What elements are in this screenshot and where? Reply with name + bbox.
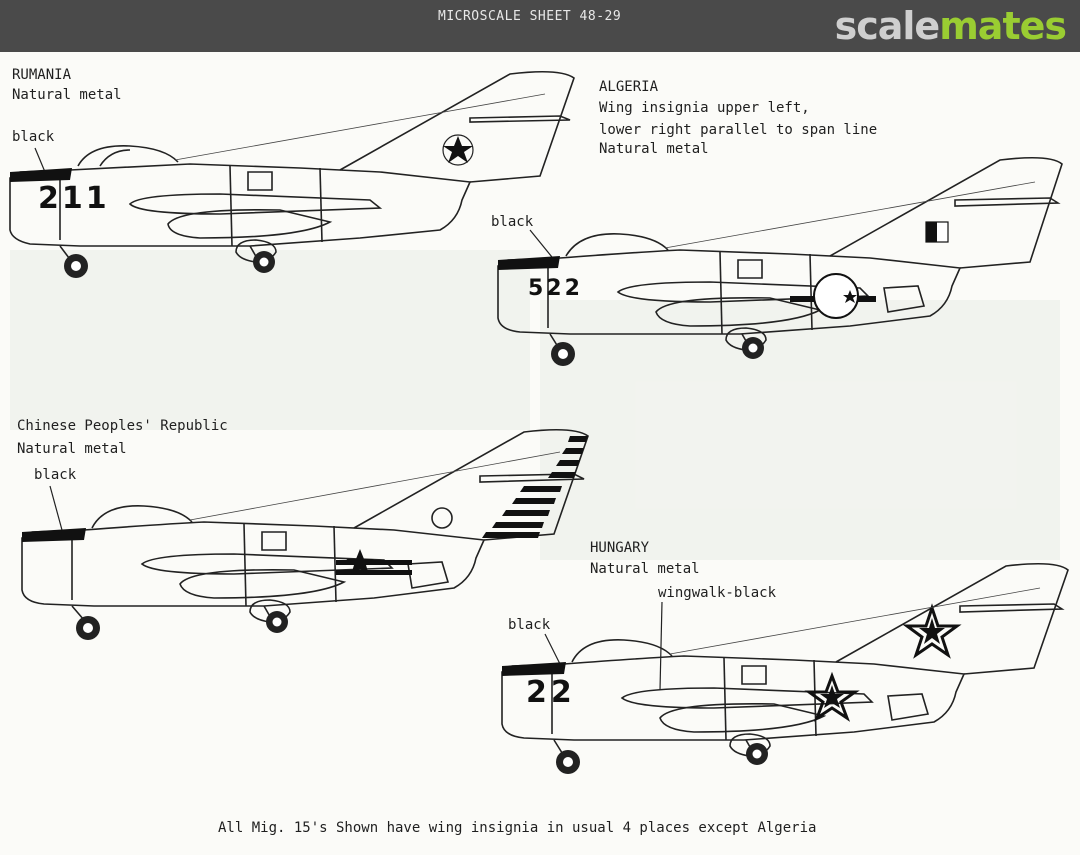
rumania-finish: Natural metal xyxy=(12,87,122,103)
rumania-country: RUMANIA xyxy=(12,67,72,83)
algeria-callout-black: black xyxy=(491,214,534,230)
algeria-note-2: lower right parallel to span line xyxy=(599,122,878,138)
hungary-callout-wingwalk: wingwalk-black xyxy=(658,585,777,601)
algeria-tail-number: 522 xyxy=(528,276,583,301)
logo-part-scale: scale xyxy=(834,4,941,48)
hungary-finish: Natural metal xyxy=(590,561,700,577)
algeria-country: ALGERIA xyxy=(599,79,659,95)
rumania-tail-number: 211 xyxy=(38,181,110,216)
background-texture xyxy=(10,250,530,430)
sheet-title: MICROSCALE SHEET 48-29 xyxy=(438,9,622,24)
footer-note: All Mig. 15's Shown have wing insignia i… xyxy=(218,820,817,836)
china-country: Chinese Peoples' Republic xyxy=(17,418,228,434)
hungary-country: HUNGARY xyxy=(590,540,650,556)
logo-part-mates: mates xyxy=(939,4,1067,48)
background-texture xyxy=(540,300,1060,560)
header-bar: MICROSCALE SHEET 48-29 scalemates xyxy=(0,0,1080,52)
algeria-note-1: Wing insignia upper left, xyxy=(599,100,810,116)
algeria-finish: Natural metal xyxy=(599,141,709,157)
hungary-tail-number: 22 xyxy=(526,675,576,710)
china-finish: Natural metal xyxy=(17,441,127,457)
china-callout-black: black xyxy=(34,467,77,483)
rumania-callout-black: black xyxy=(12,129,55,145)
hungary-callout-black: black xyxy=(508,617,551,633)
scalemates-logo: scalemates xyxy=(834,4,1067,48)
